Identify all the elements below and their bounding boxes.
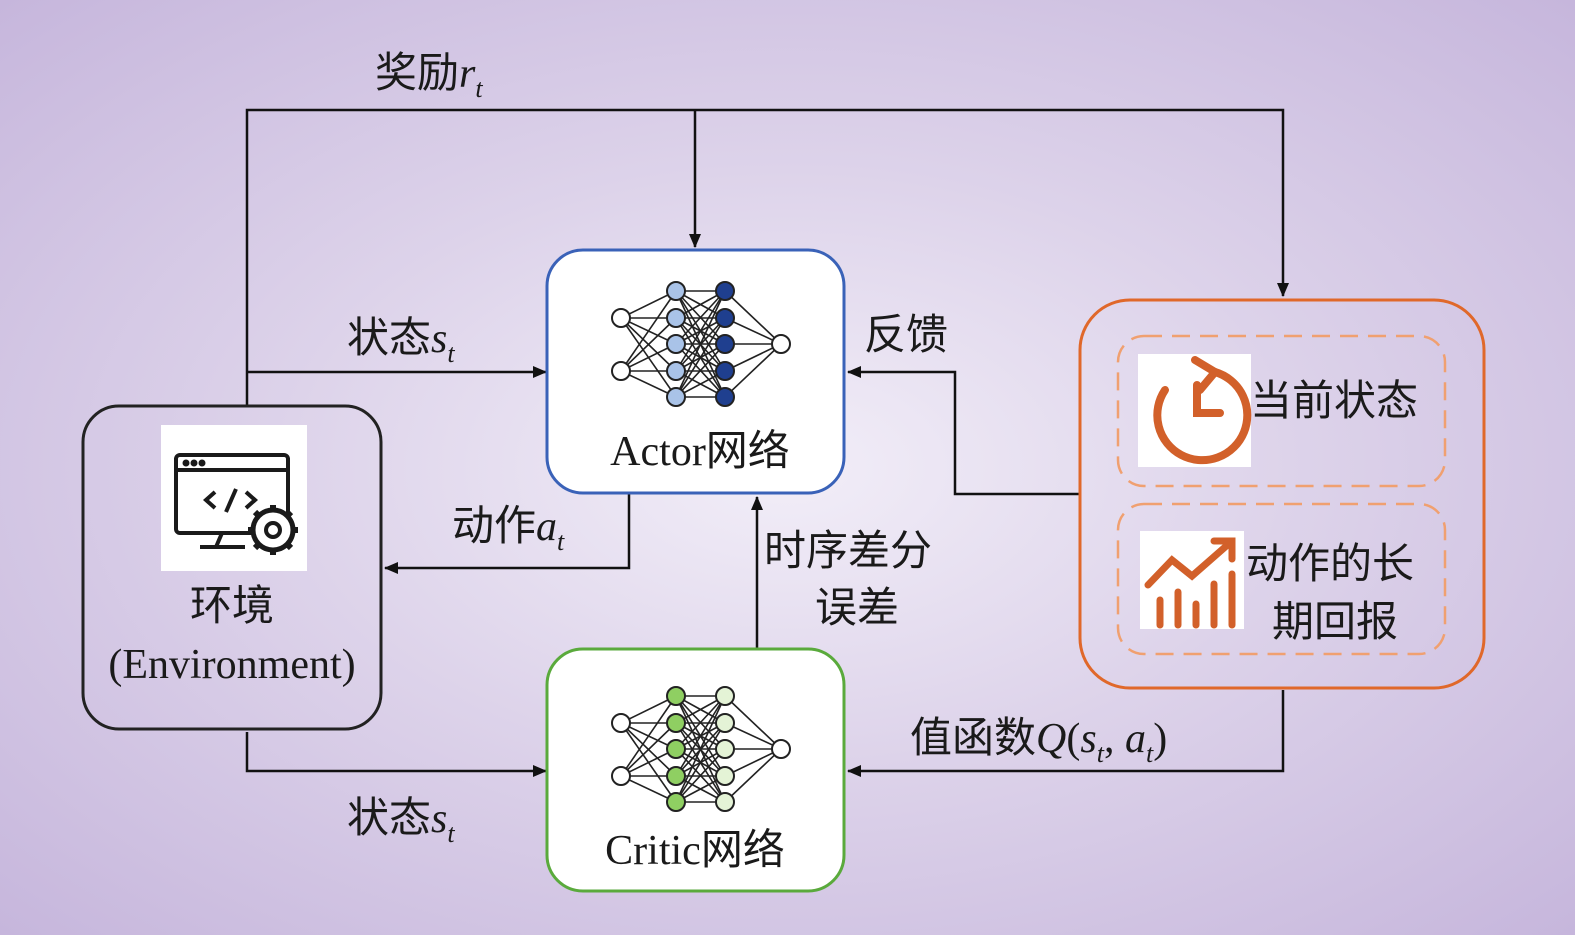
value-function-label: 值函数Q(st, at) <box>910 716 1167 768</box>
network-node <box>715 281 735 301</box>
network-node <box>666 766 686 786</box>
network-node <box>715 766 735 786</box>
network-edge <box>724 317 782 345</box>
network-node <box>715 334 735 354</box>
network-edge <box>724 748 782 777</box>
environment-label-cn: 环境 <box>190 583 274 630</box>
network-edge <box>675 290 726 345</box>
current-state-panel <box>1116 334 1447 488</box>
computer-gear-icon <box>174 453 298 555</box>
action-to-env-arrow <box>384 494 631 574</box>
network-node <box>666 713 686 733</box>
network-edge <box>620 695 677 777</box>
state-to-critic-arrow <box>245 732 547 777</box>
network-edge <box>724 722 782 750</box>
network-edge <box>675 343 726 398</box>
network-node <box>666 792 686 812</box>
reward-label: 奖励rt <box>375 51 483 103</box>
td-error-label-1: 时序差分 <box>764 529 932 575</box>
long-term-return-label-1: 动作的长 <box>1246 542 1414 588</box>
growth-chart-icon <box>1144 537 1236 629</box>
connectors <box>245 108 1289 777</box>
network-node <box>666 387 686 407</box>
network-edge <box>675 722 726 803</box>
network-node <box>666 739 686 759</box>
td-error-label-2: 误差 <box>815 586 899 632</box>
network-node <box>666 308 686 328</box>
network-edge <box>675 748 726 803</box>
network-node <box>715 686 735 706</box>
action-label: 动作at <box>452 504 565 556</box>
network-node <box>611 713 631 733</box>
network-edge <box>620 748 677 777</box>
network-edge <box>620 722 677 777</box>
current-state-label: 当前状态 <box>1250 379 1418 425</box>
reward-arrow-line <box>245 108 1289 405</box>
actor-label: Actor网络 <box>610 428 790 475</box>
environment-box <box>81 404 383 731</box>
critic-network-icon <box>611 686 791 812</box>
network-edge <box>724 343 782 372</box>
network-edge <box>620 775 677 803</box>
network-edge <box>620 317 677 372</box>
network-node <box>715 792 735 812</box>
network-edge <box>620 695 677 724</box>
network-edge <box>620 290 677 319</box>
network-node <box>771 739 791 759</box>
network-node <box>771 334 791 354</box>
network-edge <box>675 695 726 803</box>
critic-label: Critic网络 <box>605 827 785 874</box>
environment-label-en: (Environment) <box>108 642 355 688</box>
feedback-label: 反馈 <box>864 313 948 359</box>
network-edge <box>724 748 782 803</box>
network-node <box>666 686 686 706</box>
network-node <box>666 281 686 301</box>
network-node <box>715 308 735 328</box>
network-node <box>666 334 686 354</box>
network-edge <box>620 343 677 372</box>
network-node <box>611 308 631 328</box>
network-edge <box>724 290 782 345</box>
long-term-return-label-2: 期回报 <box>1272 600 1398 646</box>
network-edge <box>620 290 677 372</box>
network-node <box>715 387 735 407</box>
refresh-clock-icon <box>1153 356 1252 465</box>
network-node <box>666 361 686 381</box>
value-function-arrow <box>847 690 1285 777</box>
network-edge <box>675 317 726 398</box>
network-edge <box>620 370 677 398</box>
network-edge <box>675 290 726 398</box>
actor-network-icon <box>611 281 791 407</box>
network-node <box>611 766 631 786</box>
network-node <box>611 361 631 381</box>
network-edge <box>724 695 782 750</box>
state-label-actor: 状态st <box>347 316 455 368</box>
network-node <box>715 361 735 381</box>
long-term-return-panel <box>1116 502 1447 656</box>
network-node <box>715 713 735 733</box>
network-edge <box>724 343 782 398</box>
network-edge <box>675 695 726 750</box>
network-edge <box>675 695 726 777</box>
return-box <box>1078 298 1486 690</box>
network-node <box>715 739 735 759</box>
network-edge <box>675 290 726 372</box>
state-label-critic: 状态st <box>347 796 455 848</box>
feedback-arrow <box>847 366 1080 496</box>
